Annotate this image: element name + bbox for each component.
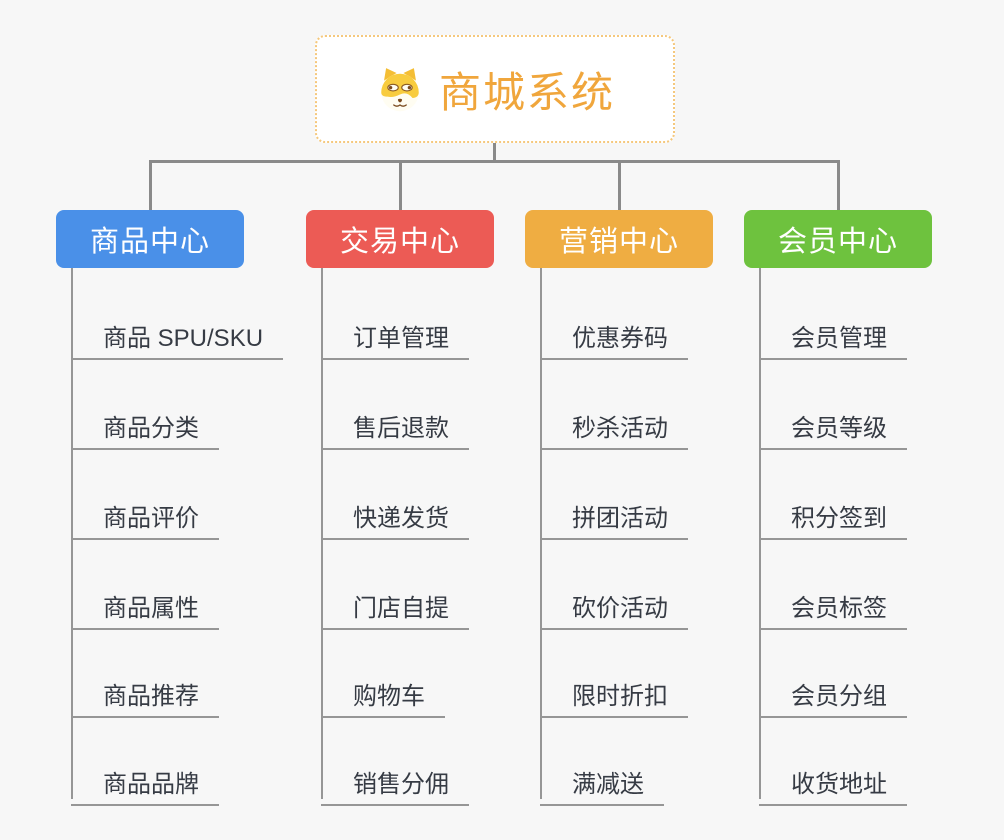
branch-trunk-line: [71, 268, 73, 799]
doge-icon: [375, 65, 425, 113]
branch-node[interactable]: 商品中心: [56, 210, 244, 268]
leaf-node[interactable]: 满减送: [540, 764, 664, 806]
leaf-node[interactable]: 积分签到: [759, 498, 907, 540]
leaf-node[interactable]: 购物车: [321, 676, 445, 718]
branch-column: 营销中心 优惠券码秒杀活动拼团活动砍价活动限时折扣满减送: [525, 160, 713, 806]
leaf-node[interactable]: 收货地址: [759, 764, 907, 806]
branch-trunk-line: [321, 268, 323, 799]
branch-label: 会员中心: [777, 226, 898, 258]
connector-branch-drop: [148, 160, 152, 210]
leaf-node[interactable]: 限时折扣: [540, 676, 688, 718]
leaf-node[interactable]: 会员标签: [759, 588, 907, 630]
leaf-node[interactable]: 商品属性: [71, 588, 219, 630]
branch-node[interactable]: 交易中心: [306, 210, 494, 268]
leaf-list: 商品 SPU/SKU 商品分类商品评价商品属性商品推荐商品品牌: [56, 210, 284, 810]
branch-node[interactable]: 营销中心: [525, 210, 713, 268]
leaf-node[interactable]: 会员分组: [759, 676, 907, 718]
root-title: 商城系统: [438, 68, 615, 116]
branch-trunk-line: [540, 268, 542, 799]
leaf-node[interactable]: 秒杀活动: [540, 408, 688, 450]
leaf-node[interactable]: 优惠券码: [540, 318, 688, 360]
leaf-node[interactable]: 销售分佣: [321, 764, 469, 806]
leaf-node[interactable]: 商品评价: [71, 498, 219, 540]
branch-label: 交易中心: [339, 226, 460, 258]
leaf-list: 订单管理售后退款快递发货门店自提购物车销售分佣: [306, 210, 494, 810]
connector-root-drop: [493, 143, 496, 162]
branch-label: 营销中心: [558, 226, 679, 258]
leaf-node[interactable]: 订单管理: [321, 318, 469, 360]
leaf-node[interactable]: 商品品牌: [71, 764, 219, 806]
root-node[interactable]: 商城系统: [315, 35, 675, 143]
leaf-node[interactable]: 会员管理: [759, 318, 907, 360]
branch-column: 会员中心 会员管理会员等级积分签到会员标签会员分组收货地址: [744, 160, 932, 806]
branch-node[interactable]: 会员中心: [744, 210, 932, 268]
connector-branch-drop: [398, 160, 402, 210]
leaf-node[interactable]: 快递发货: [321, 498, 469, 540]
connector-branch-drop: [836, 160, 840, 210]
leaf-node[interactable]: 门店自提: [321, 588, 469, 630]
branch-label: 商品中心: [89, 226, 210, 258]
branch-trunk-line: [759, 268, 761, 799]
leaf-node[interactable]: 拼团活动: [540, 498, 688, 540]
leaf-node[interactable]: 会员等级: [759, 408, 907, 450]
leaf-node[interactable]: 商品分类: [71, 408, 219, 450]
leaf-list: 会员管理会员等级积分签到会员标签会员分组收货地址: [744, 210, 932, 810]
leaf-node[interactable]: 砍价活动: [540, 588, 688, 630]
branch-column: 商品中心 商品 SPU/SKU 商品分类商品评价商品属性商品推荐商品品牌: [56, 160, 284, 806]
leaf-list: 优惠券码秒杀活动拼团活动砍价活动限时折扣满减送: [525, 210, 713, 810]
connector-branch-drop: [617, 160, 621, 210]
leaf-node[interactable]: 商品 SPU/SKU: [71, 318, 284, 360]
connector-bus: [149, 160, 839, 163]
branch-column: 交易中心 订单管理售后退款快递发货门店自提购物车销售分佣: [306, 160, 494, 806]
leaf-node[interactable]: 售后退款: [321, 408, 469, 450]
leaf-node[interactable]: 商品推荐: [71, 676, 219, 718]
